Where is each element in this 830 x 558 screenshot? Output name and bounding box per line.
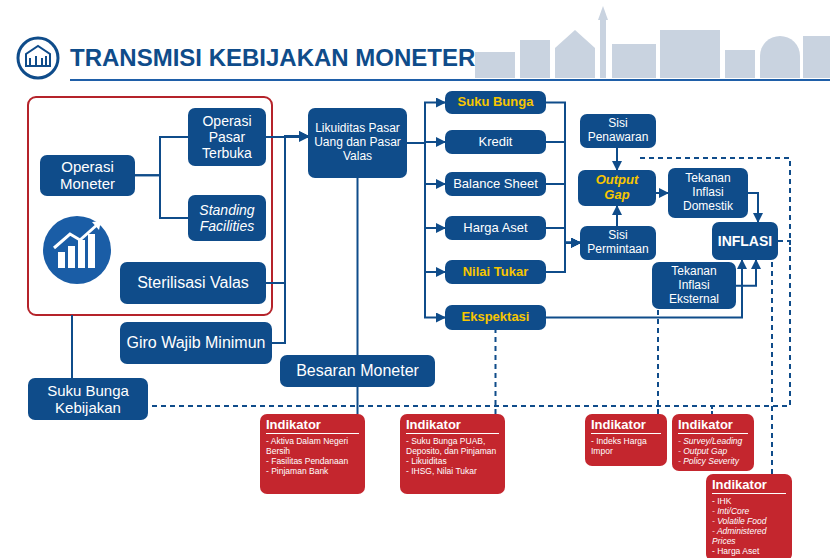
indicator-heading: Indikator <box>678 417 748 434</box>
indicator-item: - Survey/Leading <box>678 436 748 446</box>
indicator-item: - Aktiva Dalam Negeri Bersih <box>266 436 359 456</box>
group-link <box>71 315 73 378</box>
diagram-title: TRANSMISI KEBIJAKAN MONETER <box>70 44 475 72</box>
box-label: Harga Aset <box>463 221 527 236</box>
indicator-item: - Pinjaman Bank <box>266 466 359 476</box>
connector-arrow <box>616 206 618 226</box>
process-box: Sisi Permintaan <box>580 226 656 260</box>
box-label: INFLASI <box>718 233 772 249</box>
indicator-box: Indikator - Aktiva Dalam Negeri Bersih- F… <box>260 414 365 494</box>
indicator-item: - Output Gap <box>678 446 748 456</box>
connector-arrow <box>748 193 758 222</box>
box-label: Kredit <box>479 135 513 150</box>
connector-arrow <box>546 184 580 243</box>
process-box: Operasi Pasar Terbuka <box>188 108 266 166</box>
box-label: Nilai Tukar <box>463 265 529 280</box>
box-label: Giro Wajib Minimun <box>127 334 266 352</box>
connector-arrow <box>495 330 497 414</box>
box-label: Operasi Moneter <box>45 158 130 193</box>
box-label: Sisi Penawaran <box>585 117 651 145</box>
connector-arrow <box>546 142 580 243</box>
process-box: Output Gap <box>578 170 656 206</box>
process-box: Giro Wajib Minimun <box>120 322 272 364</box>
indicator-item: - Indeks Harga Impor <box>591 436 661 456</box>
chart-icon <box>43 216 111 284</box>
connector-arrow <box>546 228 580 243</box>
process-box: Operasi Moneter <box>40 155 135 196</box>
process-box: Likuiditas Pasar Uang dan Pasar Valas <box>308 108 407 178</box>
process-box: Sterilisasi Valas <box>120 262 266 304</box>
box-label: Besaran Moneter <box>296 362 419 380</box>
box-label: Suku Bunga <box>458 95 534 110</box>
connector-arrow <box>266 136 308 283</box>
connector-arrow <box>135 175 188 218</box>
chart-trend <box>54 224 98 248</box>
indicator-item: - IHK <box>712 496 786 506</box>
indicator-heading: Indikator <box>406 417 499 434</box>
process-box: Tekanan Inflasi Domestik <box>668 168 748 218</box>
process-box: Standing Facilities <box>188 195 266 241</box>
city-skyline <box>475 6 830 78</box>
process-box: Tekanan Inflasi Eksternal <box>652 262 736 309</box>
connector-arrow <box>546 243 580 272</box>
connector-arrow <box>657 309 659 414</box>
box-label: Operasi Pasar Terbuka <box>193 113 261 161</box>
box-label: Ekspektasi <box>462 310 530 325</box>
process-box: INFLASI <box>712 222 778 260</box>
indicator-box: Indikator - IHK- Inti/Core- Volatile Food… <box>706 474 792 558</box>
indicator-heading: Indikator <box>712 477 786 494</box>
process-box: Ekspektasi <box>445 305 546 330</box>
process-box: Nilai Tukar <box>445 260 546 284</box>
box-label: Tekanan Inflasi Eksternal <box>657 265 731 306</box>
indicator-leader <box>711 406 713 414</box>
process-box: Suku Bunga Kebijakan <box>28 378 148 420</box>
connector-arrow <box>135 137 188 175</box>
box-label: Balance Sheet <box>453 177 538 192</box>
indicator-item: - Likuiditas <box>406 456 499 466</box>
process-box: Harga Aset <box>445 216 546 240</box>
chart-arrowhead <box>92 221 101 230</box>
indicator-box: Indikator - Indeks Harga Impor <box>585 414 667 466</box>
indicator-item: - Suku Bunga PUAB, Deposito, dan Pinjama… <box>406 436 499 456</box>
box-label: Sterilisasi Valas <box>137 274 249 292</box>
process-box: Sisi Penawaran <box>580 114 656 148</box>
box-label: Likuiditas Pasar Uang dan Pasar Valas <box>313 122 402 163</box>
box-label: Sisi Permintaan <box>585 229 651 257</box>
connector-arrow <box>771 260 773 474</box>
indicator-item: - Volatile Food <box>712 516 786 526</box>
logo-icon <box>26 46 50 66</box>
connector-arrow <box>736 260 756 286</box>
indicator-item: - Policy Severity <box>678 456 748 466</box>
connector-arrow <box>656 192 668 194</box>
indicator-item: - Inti/Core <box>712 506 786 516</box>
box-label: Output Gap <box>583 173 651 203</box>
connector-arrow <box>357 387 359 414</box>
connector-arrow <box>616 148 618 170</box>
box-label: Standing Facilities <box>193 202 261 234</box>
connector-arrow <box>272 136 308 343</box>
indicator-item: - IHSG, Nilai Tukar <box>406 466 499 476</box>
logo-ring <box>18 38 58 78</box>
group-frame <box>28 97 272 315</box>
connector-arrow <box>546 103 580 243</box>
indicator-heading: Indikator <box>591 417 661 434</box>
box-label: Suku Bunga Kebijakan <box>33 382 143 417</box>
indicator-item: - Administered Prices <box>712 526 786 546</box>
connector-arrow <box>357 178 359 355</box>
connector-arrow <box>407 103 445 144</box>
process-box: Balance Sheet <box>445 172 546 196</box>
process-box: Suku Bunga <box>445 91 546 114</box>
title-rule <box>70 79 830 81</box>
connector-arrow <box>546 260 742 318</box>
indicator-heading: Indikator <box>266 417 359 434</box>
box-label: Tekanan Inflasi Domestik <box>673 172 743 213</box>
process-box: Kredit <box>445 130 546 154</box>
connector-arrow <box>407 143 445 318</box>
indicator-item: - Harga Aset <box>712 546 786 556</box>
process-box: Besaran Moneter <box>280 355 435 387</box>
indicator-box: Indikator - Survey/Leading- Output Gap- P… <box>672 414 754 471</box>
indicator-box: Indikator - Suku Bunga PUAB, Deposito, da… <box>400 414 505 494</box>
indicator-item: - Fasilitas Pendanaan <box>266 456 359 466</box>
